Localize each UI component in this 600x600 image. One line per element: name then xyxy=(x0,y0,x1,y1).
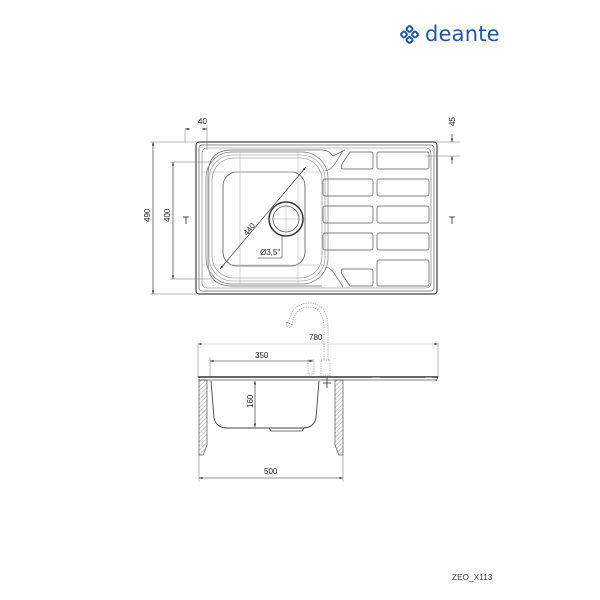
brand-logo: deante xyxy=(400,24,500,45)
model-code: ZEO_X113 xyxy=(452,573,493,582)
bowl-depth-label: 400 xyxy=(163,208,172,222)
overall-length-label: 780 xyxy=(309,333,323,342)
rear-flange-label: 45 xyxy=(448,117,457,126)
drain-diameter-label: Ø3,5" xyxy=(260,248,280,257)
cabinet-width-label: 500 xyxy=(264,467,278,476)
bowl-height-label: 160 xyxy=(246,394,255,408)
side-view: 780 350 160 500 xyxy=(197,302,439,482)
brand-name: deante xyxy=(425,22,500,46)
bowl-diagonal-label: 440 xyxy=(242,221,258,237)
bowl-to-tap-label: 350 xyxy=(255,351,269,360)
top-view: 440 Ø3,5" 40 45 xyxy=(143,117,460,295)
faucet-outline xyxy=(285,302,331,377)
overall-depth-label: 490 xyxy=(143,208,152,222)
deante-logo-icon xyxy=(400,24,419,44)
flange-width-label: 40 xyxy=(198,117,207,126)
